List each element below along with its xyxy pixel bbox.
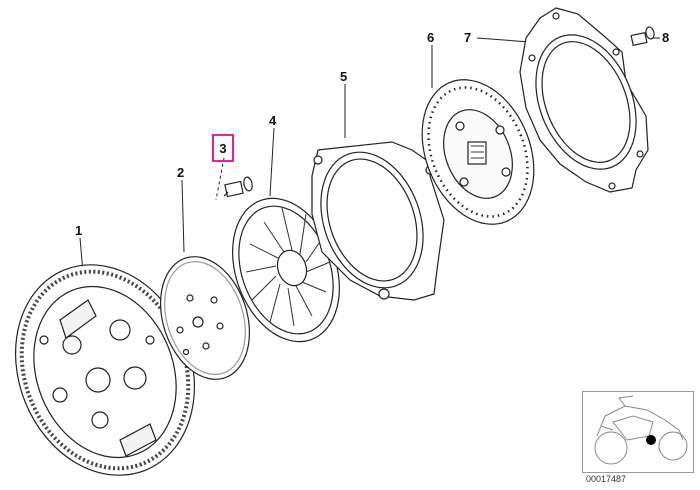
callout-4[interactable]: 4 (269, 113, 277, 128)
clutch-disc-icon (159, 256, 251, 380)
callout-8[interactable]: 8 (662, 30, 670, 45)
motorcycle-thumbnail-icon (594, 395, 688, 465)
leader-lines (79, 37, 660, 285)
callout-3-highlighted[interactable]: 3 (212, 134, 234, 162)
pressure-plate-icon (232, 197, 340, 343)
callout-7[interactable]: 7 (464, 30, 472, 45)
motorcycle-thumbnail[interactable] (582, 391, 694, 473)
flywheel-icon (14, 264, 196, 476)
friction-disc-icon (421, 79, 535, 225)
callout-6[interactable]: 6 (427, 30, 435, 45)
clutch-cover-icon (311, 141, 445, 301)
diagram-code: 00017487 (586, 474, 627, 484)
callout-2[interactable]: 2 (177, 165, 185, 180)
bolt-icon (630, 26, 655, 47)
callout-5[interactable]: 5 (340, 69, 348, 84)
retaining-plate-icon (519, 7, 649, 193)
bolt-icon (223, 176, 253, 198)
callout-1[interactable]: 1 (75, 223, 83, 238)
callout-3[interactable]: 3 (219, 140, 227, 156)
